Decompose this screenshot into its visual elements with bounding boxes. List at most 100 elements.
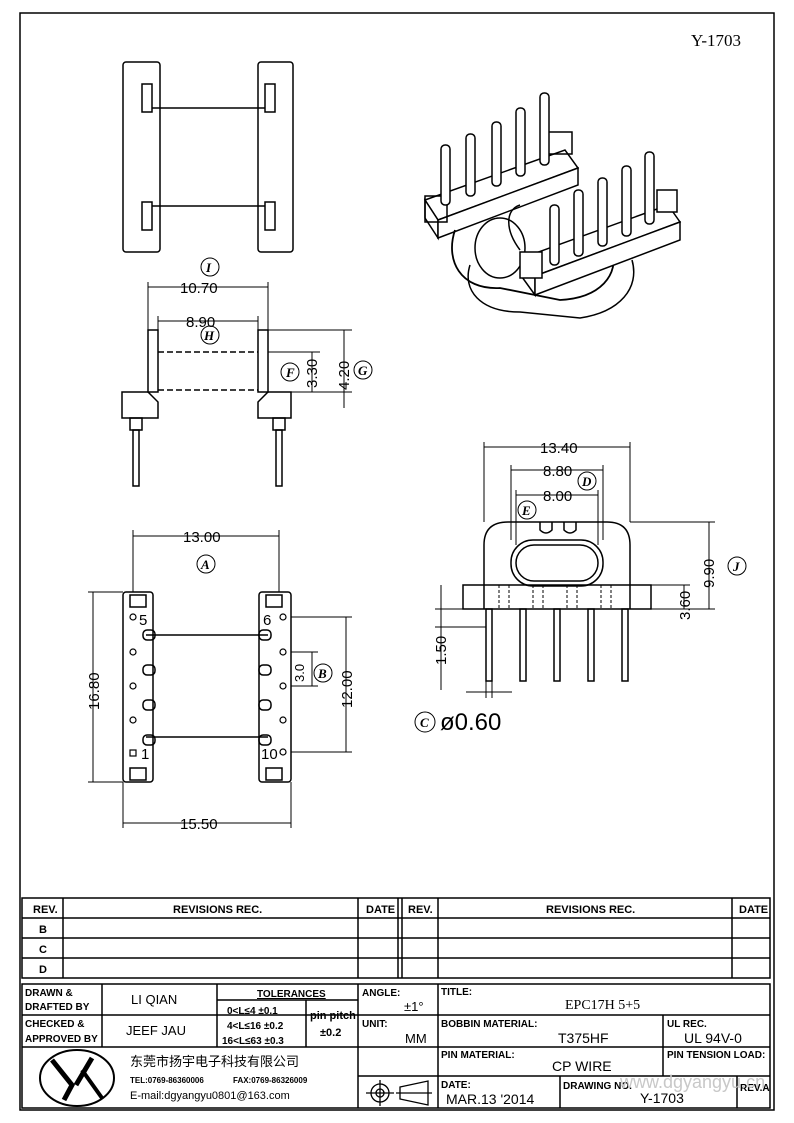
drawn-label: DRAWN & [25, 988, 73, 999]
sheet-border [19, 12, 775, 1111]
revisions-header-left: REVISIONS REC. [173, 904, 262, 916]
approved-label: APPROVED BY [25, 1034, 98, 1045]
marker-g-circle [353, 360, 373, 380]
bottom-view [122, 591, 292, 783]
marker-e: E [521, 503, 531, 518]
bobbin-material-label: BOBBIN MATERIAL: [441, 1019, 537, 1030]
pin-pitch-label: pin pitch [310, 1010, 356, 1022]
pin-material-value: CP WIRE [552, 1058, 612, 1074]
tolerance-line-1: 0<L≤4 ±0.1 [227, 1006, 278, 1017]
unit-value: MM [405, 1031, 427, 1046]
marker-c-circle [414, 711, 436, 733]
pin-number-10: 10 [261, 746, 278, 763]
dim-span: 12.00 [339, 670, 356, 708]
dim-front-width-outer: 13.40 [540, 440, 578, 457]
marker-a: A [200, 557, 210, 572]
drawing-id-top: Y-1703 [691, 31, 741, 50]
company-fax: FAX:0769-86326009 [233, 1076, 308, 1085]
rev-header-left: REV. [33, 904, 58, 916]
company-logo [39, 1049, 115, 1107]
rev-row-b: B [39, 924, 47, 936]
pin-tension-label: PIN TENSION LOAD: [667, 1050, 765, 1061]
marker-i: I [205, 260, 212, 275]
isometric-view [423, 92, 682, 319]
side-view-dimensions [147, 282, 352, 408]
title-value: EPC17H 5+5 [565, 998, 640, 1013]
angle-label: ANGLE: [362, 988, 400, 999]
marker-e-circle [517, 500, 537, 520]
dim-pin-diameter: ø0.60 [440, 709, 501, 736]
title-block-grid [21, 983, 771, 1109]
front-view-hidden-lines [498, 585, 612, 609]
marker-h-circle [200, 325, 220, 345]
pin-material-label: PIN MATERIAL: [441, 1050, 515, 1061]
date-label: DATE: [441, 1080, 471, 1091]
ul-rec-value: UL 94V-0 [684, 1030, 742, 1046]
company-email: E-mail:dgyangyu0801@163.com [130, 1090, 290, 1102]
revision-table [21, 897, 771, 979]
marker-a-circle [196, 554, 216, 574]
pin-number-6: 6 [263, 612, 271, 629]
bottom-view-pins [129, 613, 287, 757]
title-label: TITLE: [441, 987, 472, 998]
marker-g: G [358, 363, 368, 378]
pin-number-1: 1 [141, 746, 149, 763]
watermark: www.dgyangyu.cn [619, 1072, 765, 1092]
rev-row-d: D [39, 964, 47, 976]
front-view [462, 521, 652, 682]
pin-number-5: 5 [139, 612, 147, 629]
pin-pitch-value: ±0.2 [320, 1027, 341, 1039]
rev-row-c: C [39, 944, 47, 956]
top-plan-view [122, 61, 294, 253]
marker-d: D [581, 474, 592, 489]
bobbin-material-value: T375HF [558, 1030, 609, 1046]
dim-height-f: 3.30 [304, 359, 321, 388]
dim-pitch-b: 3.0 [292, 664, 307, 682]
rev-a-label: REV.A [740, 1083, 770, 1094]
marker-b-circle [313, 663, 333, 683]
bottom-view-dimensions [88, 530, 352, 828]
revisions-header-right: REVISIONS REC. [546, 904, 635, 916]
unit-label: UNIT: [362, 1019, 388, 1030]
side-view [121, 329, 292, 487]
date-value: MAR.13 '2014 [446, 1091, 534, 1107]
dim-height-g: 4.20 [336, 361, 353, 390]
marker-j-circle [727, 556, 747, 576]
marker-c: C [420, 715, 429, 730]
rev-header-right: REV. [408, 904, 433, 916]
dim-front-width-e: 8.00 [543, 488, 572, 505]
marker-i-circle [200, 257, 220, 277]
checked-label: CHECKED & [25, 1019, 84, 1030]
drawn-by-value: LI QIAN [131, 992, 177, 1007]
marker-b: B [317, 666, 327, 681]
dim-front-height-j: 9.90 [701, 559, 718, 588]
marker-f: F [285, 365, 295, 380]
marker-j: J [732, 559, 740, 574]
dim-inner-width: 8.90 [186, 314, 215, 331]
dim-front-width-d: 8.80 [543, 463, 572, 480]
drawing-no-label: DRAWING NO. [563, 1081, 632, 1092]
drafted-label: DRAFTED BY [25, 1002, 90, 1013]
tolerance-line-3: 16<L≤63 ±0.3 [222, 1036, 284, 1047]
projection-symbol [366, 1080, 432, 1106]
drawing-no-value: Y-1703 [640, 1090, 684, 1106]
dim-width-a: 13.00 [183, 529, 221, 546]
dim-overall-width: 15.50 [180, 816, 218, 833]
tolerances-header: TOLERANCES [257, 989, 326, 1000]
date-header-right: DATE [739, 904, 768, 916]
date-header-left: DATE [366, 904, 395, 916]
company-name: 东莞市扬宇电子科技有限公司 [130, 1054, 299, 1069]
ul-rec-label: UL REC. [667, 1019, 707, 1030]
marker-f-circle [280, 362, 300, 382]
dim-outer-width: 10.70 [180, 280, 218, 297]
dim-length: 16.80 [86, 672, 103, 710]
front-view-dimensions [435, 442, 715, 698]
dim-front-height-base: 3.60 [677, 591, 694, 620]
company-tel: TEL:0769-86360006 [130, 1076, 204, 1085]
checked-by-value: JEEF JAU [126, 1023, 186, 1038]
marker-d-circle [577, 471, 597, 491]
tolerance-line-2: 4<L≤16 ±0.2 [227, 1021, 284, 1032]
angle-value: ±1° [404, 999, 424, 1014]
dim-pin-length: 1.50 [433, 636, 450, 665]
